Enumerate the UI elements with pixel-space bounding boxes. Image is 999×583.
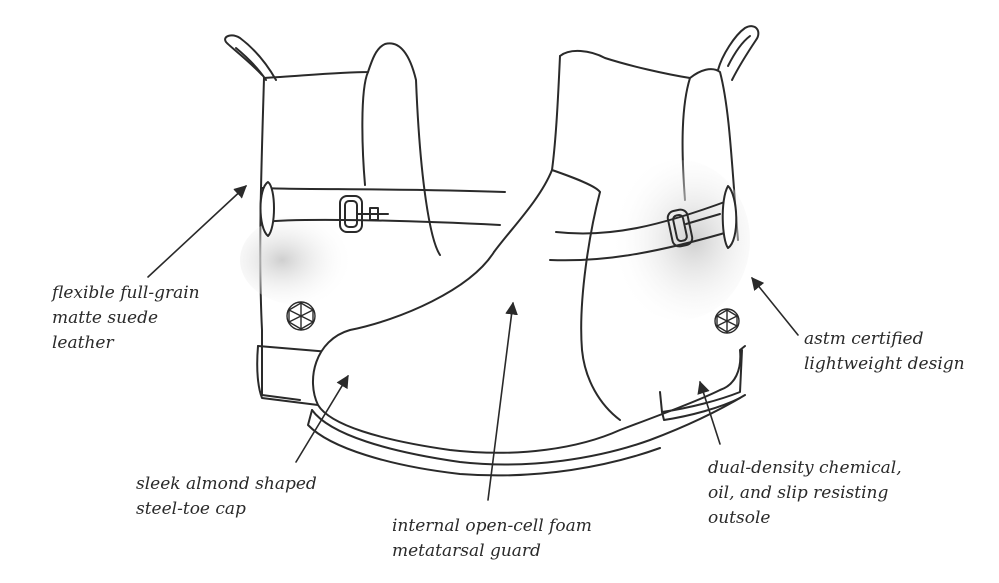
callout-outsole-line-1: dual-density chemical, [708, 458, 902, 478]
leader-leather [147, 185, 247, 278]
leader-toe [295, 374, 349, 463]
callout-toe-cap: sleek almond shaped steel-toe cap [136, 472, 317, 522]
callout-leather-line-3: leather [52, 333, 114, 353]
front-boot [307, 25, 760, 477]
callout-foam-line-2: metatarsal guard [392, 541, 541, 561]
callout-foam-line-1: internal open-cell foam [392, 516, 592, 536]
callout-toe-line-1: sleek almond shaped [136, 474, 317, 494]
callout-leaders [147, 185, 799, 501]
callout-astm-line-2: lightweight design [804, 354, 965, 374]
callout-foam-guard: internal open-cell foam metatarsal guard [392, 514, 592, 564]
callout-astm: astm certified lightweight design [804, 327, 965, 377]
leader-astm [751, 277, 799, 336]
callout-leather-line-1: flexible full-grain [52, 283, 200, 303]
callout-outsole-line-3: outsole [708, 508, 771, 528]
callout-astm-line-1: astm certified [804, 329, 924, 349]
callout-outsole: dual-density chemical, oil, and slip res… [708, 456, 902, 531]
leader-outsole [697, 380, 721, 445]
callout-outsole-line-2: oil, and slip resisting [708, 483, 889, 503]
leader-foam [487, 301, 518, 501]
callout-leather-line-2: matte suede [52, 308, 159, 328]
callout-leather: flexible full-grain matte suede leather [52, 281, 200, 356]
callout-toe-line-2: steel-toe cap [136, 499, 246, 519]
rear-boot [224, 34, 506, 406]
